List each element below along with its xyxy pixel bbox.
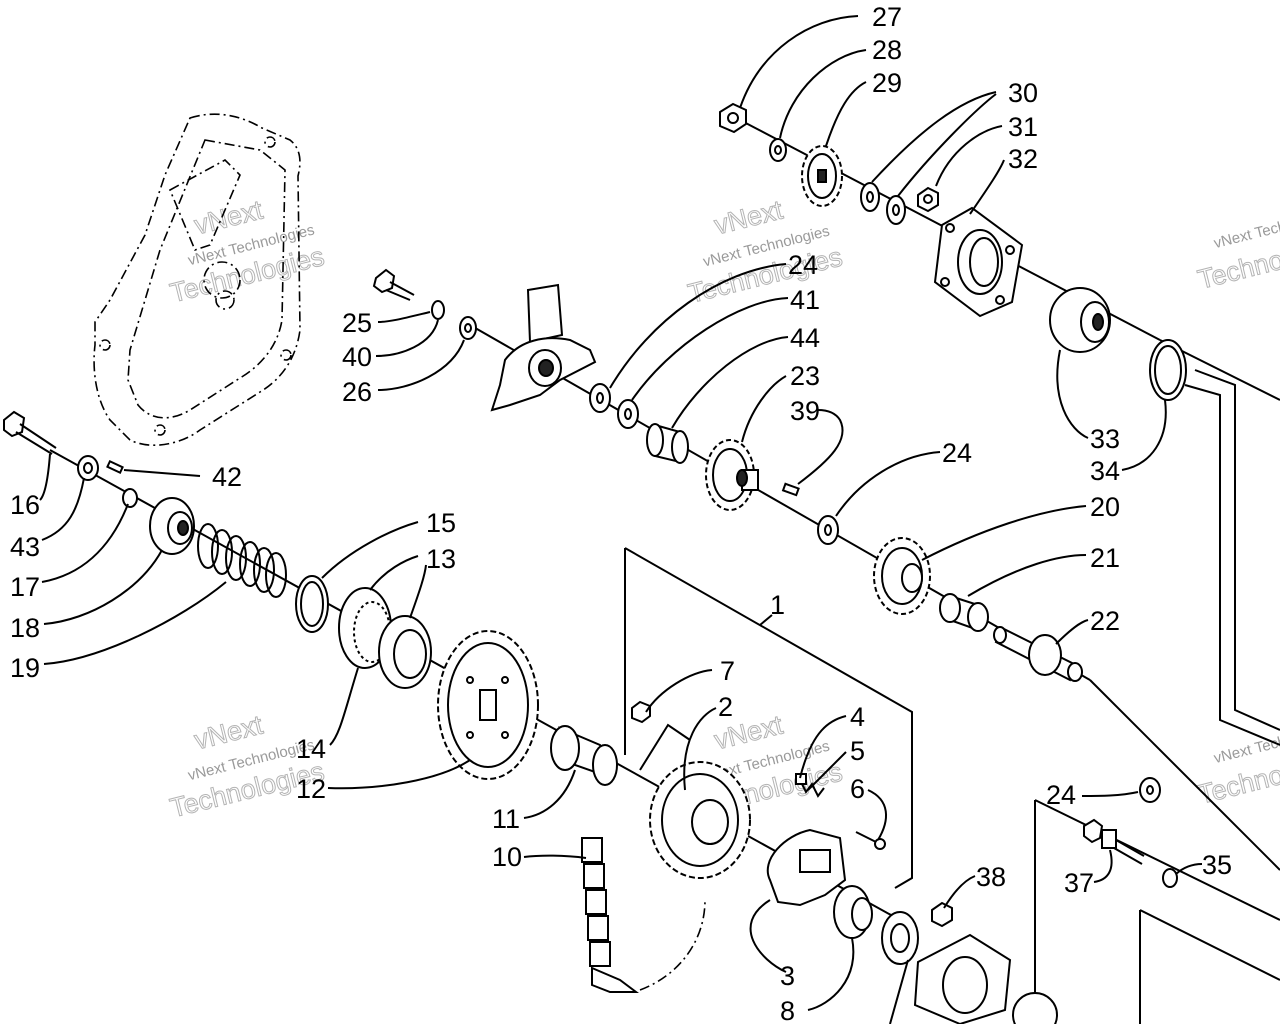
callout-29: 29 [872,68,902,98]
callout-26: 26 [342,377,372,407]
pin-39 [781,482,800,497]
callout-11: 11 [492,804,520,834]
tensioner-block [490,283,597,412]
chain-10 [581,837,706,993]
bearing-33 [1049,287,1111,353]
spring-19 [197,523,287,598]
callout-28: 28 [872,35,902,65]
lockplate-43 [77,455,99,481]
callout-33: 33 [1090,424,1120,454]
callout-7: 7 [720,656,735,686]
callout-30: 30 [1008,78,1038,108]
callout-40: 40 [342,342,372,372]
snap-ring-34 [1149,339,1187,401]
bearing-assembly-13-14 [338,587,432,689]
callout-20: 20 [1090,492,1120,522]
bushing-44 [646,423,689,464]
callout-6: 6 [850,774,865,804]
shaft-22 [993,626,1083,682]
watermark-text: vNext Technologies [1212,204,1280,252]
washer-24-lower [1139,777,1161,803]
bolt-25 [372,268,415,301]
sprocket-20 [873,537,931,615]
washer-24-upper [589,383,611,413]
callout-44: 44 [790,323,820,353]
leader-lines [39,15,1203,1025]
cam-3 [766,828,847,907]
callout-10: 10 [492,842,522,872]
callout-15: 15 [426,508,456,538]
callout-22: 22 [1090,606,1120,636]
callout-34: 34 [1090,456,1120,486]
callout-3: 3 [780,961,795,991]
sprocket-29 [801,145,843,207]
callout-23: 23 [790,361,820,391]
callout-25: 25 [342,308,372,338]
gear-11 [550,725,618,786]
washer-large [881,911,919,965]
nut-7 [631,700,651,724]
nut-27 [719,102,747,134]
washer-35 [1162,868,1178,888]
washer-24-middle [817,515,839,545]
callout-5: 5 [850,736,865,766]
gear-2 [649,761,751,879]
callout-17: 17 [10,572,40,602]
bushing-21 [939,593,989,632]
callout-24: 24 [788,250,818,280]
bearing-8 [833,885,873,939]
gear-12 [437,630,539,780]
group-1-bracket [624,547,913,889]
callout-21: 21 [1090,543,1120,573]
callout-18: 18 [10,613,40,643]
washers-30 [860,182,906,225]
screw-6 [855,831,886,850]
callout-37: 37 [1064,868,1094,898]
callout-42: 42 [212,462,242,492]
washer-26 [459,316,477,340]
callout-labels: 27 28 29 30 31 32 24 41 44 23 39 24 20 2… [10,2,1232,1026]
watermark-text: vNext [191,710,266,756]
callout-14: 14 [296,734,326,764]
callout-32: 32 [1008,144,1038,174]
lockwasher-40 [431,300,445,320]
callout-2: 2 [718,692,733,722]
callout-19: 19 [10,653,40,683]
callout-4: 4 [850,702,865,732]
callout-39: 39 [790,396,820,426]
snap-ring-15 [295,575,329,633]
callout-1: 1 [770,590,785,620]
callout-16: 16 [10,490,40,520]
bearing-flange-32 [933,206,1024,318]
bolt-16 [3,410,57,455]
watermark-text: vNext [191,195,266,241]
callout-24: 24 [1046,780,1076,810]
callout-27: 27 [872,2,902,32]
callout-13: 13 [426,544,456,574]
callout-41: 41 [790,285,820,315]
pin-42 [106,459,124,475]
callout-35: 35 [1202,850,1232,880]
callout-24: 24 [942,438,972,468]
nut-31 [917,186,939,213]
chaincase-housing-outline [93,113,301,446]
bearing-flange-lower [913,933,1058,1029]
watermark-text: vNext [711,195,786,241]
bolt-37 [1083,818,1145,865]
sprocket-23 [705,439,759,511]
nut-38 [931,901,953,928]
callout-12: 12 [296,774,326,804]
snap-ring-17 [122,488,138,508]
callout-43: 43 [10,532,40,562]
washer-41 [617,399,639,429]
callout-38: 38 [976,862,1006,892]
washer-28 [769,138,787,162]
callout-31: 31 [1008,112,1038,142]
spring-seat-18 [149,497,195,555]
callout-8: 8 [780,996,795,1024]
